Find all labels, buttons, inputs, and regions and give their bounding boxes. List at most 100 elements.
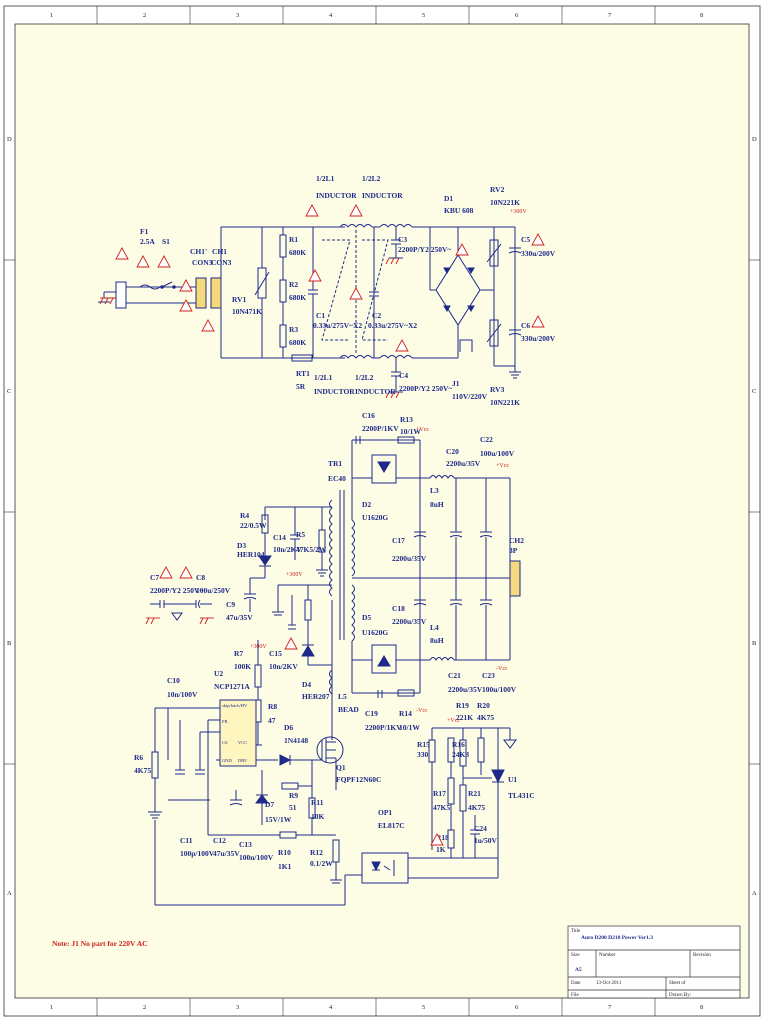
label-d2: D2 <box>362 500 371 509</box>
label-d5: D5 <box>362 613 371 622</box>
label-r9: R9 <box>289 791 298 800</box>
label-r3-value: 680K <box>289 338 306 347</box>
label-ch1-value: CON3 <box>211 258 232 267</box>
border-grid <box>4 6 760 1016</box>
label-l1-top-value: INDUCTOR <box>316 191 357 200</box>
label-l3: L3 <box>430 486 439 495</box>
title-block-text: Title Auro D200 D210 Power Ver1.3 Size A… <box>571 929 711 998</box>
date-value: 13-Oct-2011 <box>596 981 622 986</box>
fuse-symbol <box>139 284 161 290</box>
label-r13: R13 <box>400 415 413 424</box>
controller-section <box>148 507 362 906</box>
label-l5: L5 <box>338 692 347 701</box>
col-label: 2 <box>143 12 146 19</box>
label-c23-value: 100u/100V <box>482 685 517 694</box>
inductor-l4 <box>429 657 455 661</box>
label-r14-value: 10/1W <box>399 723 420 732</box>
label-r15: R15 <box>417 740 430 749</box>
label-c24: C24 <box>474 824 487 833</box>
label-c10: C10 <box>167 676 180 685</box>
design-note: Note: J1 No part for 220V AC <box>52 939 148 948</box>
label-c22-value: 100u/100V <box>480 449 515 458</box>
label-c21-value: 2200u/35V <box>448 685 483 694</box>
diode-d6 <box>279 754 292 766</box>
warning-icon <box>305 204 319 217</box>
date-label: Date <box>571 981 581 986</box>
label-u2-pin-vcc: VCC <box>238 740 247 745</box>
label-r5-value: 47K5/2W <box>296 545 327 554</box>
file-label: File <box>571 993 580 998</box>
label-r11: R11 <box>311 798 324 807</box>
label-d6: D6 <box>284 723 293 732</box>
label-c4: C4 <box>399 371 408 380</box>
connector-ch1 <box>210 277 222 309</box>
label-rt1-value: 5R <box>296 382 306 391</box>
label-ch1p-value: CON3 <box>192 258 213 267</box>
label-l4: L4 <box>430 623 439 632</box>
warning-icon <box>430 833 444 846</box>
label-net-vcc: +Vcc <box>416 427 429 433</box>
sheet-label: Sheet of <box>669 981 686 986</box>
label-c19: C19 <box>365 709 378 718</box>
label-r16-value: 24K3 <box>452 750 469 759</box>
title-block <box>567 925 741 999</box>
label-ch2: CH2 <box>509 536 524 545</box>
row-label: A <box>752 890 757 897</box>
label-r8: R8 <box>268 702 277 711</box>
label-d1-value: KBU 608 <box>444 206 474 215</box>
label-u2-pin-hv: skip/latch/HV <box>222 703 248 708</box>
label-c11: C11 <box>180 836 193 845</box>
label-l2-bot-value: INDUCTOR <box>355 387 396 396</box>
label-d2-value: U1620G <box>362 513 388 522</box>
col-label: 6 <box>515 1004 519 1011</box>
label-d5-value: U1620G <box>362 628 388 637</box>
label-r15-value: 330 <box>417 750 429 759</box>
warning-icon <box>136 255 150 268</box>
choke-l1-top <box>339 224 373 228</box>
col-label: 5 <box>422 12 425 19</box>
label-c4-value: 2200P/Y2 250V~ <box>399 384 452 393</box>
label-l1-bot-value: INDUCTOR <box>314 387 355 396</box>
label-rv3: RV3 <box>490 385 505 394</box>
col-label: 3 <box>236 12 239 19</box>
label-c16-value: 2200P/1KV <box>362 424 399 433</box>
label-r7-value: 100K <box>234 662 251 671</box>
label-c2: C2 <box>372 311 381 320</box>
label-r4: R4 <box>240 511 249 520</box>
label-ch1: CH1 <box>212 247 227 256</box>
label-net-300v: +300V <box>510 209 527 215</box>
number-label: Number <box>599 953 616 958</box>
col-label: 4 <box>329 1004 333 1011</box>
inductor-l3 <box>429 475 455 479</box>
label-r6-value: 4K75 <box>134 766 151 775</box>
col-label: 7 <box>608 1004 612 1011</box>
label-c6: C6 <box>521 321 530 330</box>
transformer-tr1-primary <box>329 499 333 597</box>
label-r5: R5 <box>296 530 305 539</box>
label-r2-value: 680K <box>289 293 306 302</box>
label-u2: U2 <box>214 669 223 678</box>
row-label: C <box>752 388 756 395</box>
label-net-vcc: +Vcc <box>447 718 460 724</box>
label-r10: R10 <box>278 848 291 857</box>
optocoupler-op1 <box>361 852 409 884</box>
warning-icon <box>179 299 193 312</box>
label-c12-value: 47u/35V <box>213 849 240 858</box>
row-label: D <box>7 136 12 143</box>
label-c13: C13 <box>239 840 252 849</box>
label-c17-value: 2200u/35V <box>392 554 427 563</box>
label-f1: F1 <box>140 227 149 236</box>
ic-u2 <box>219 699 257 767</box>
warning-icon <box>531 233 545 246</box>
label-tr1: TR1 <box>328 459 342 468</box>
connector-ch2 <box>509 560 521 597</box>
label-c22: C22 <box>480 435 493 444</box>
label-tr1-value: EC40 <box>328 474 346 483</box>
label-c12: C12 <box>213 836 226 845</box>
varistor-rv2 <box>489 239 499 267</box>
label-op1: OP1 <box>378 808 392 817</box>
label-op1-value: EL817C <box>378 821 405 830</box>
label-d4-value: HER207 <box>302 692 330 701</box>
label-c18-value: 2200u/35V <box>392 617 427 626</box>
label-rv1: RV1 <box>232 295 247 304</box>
